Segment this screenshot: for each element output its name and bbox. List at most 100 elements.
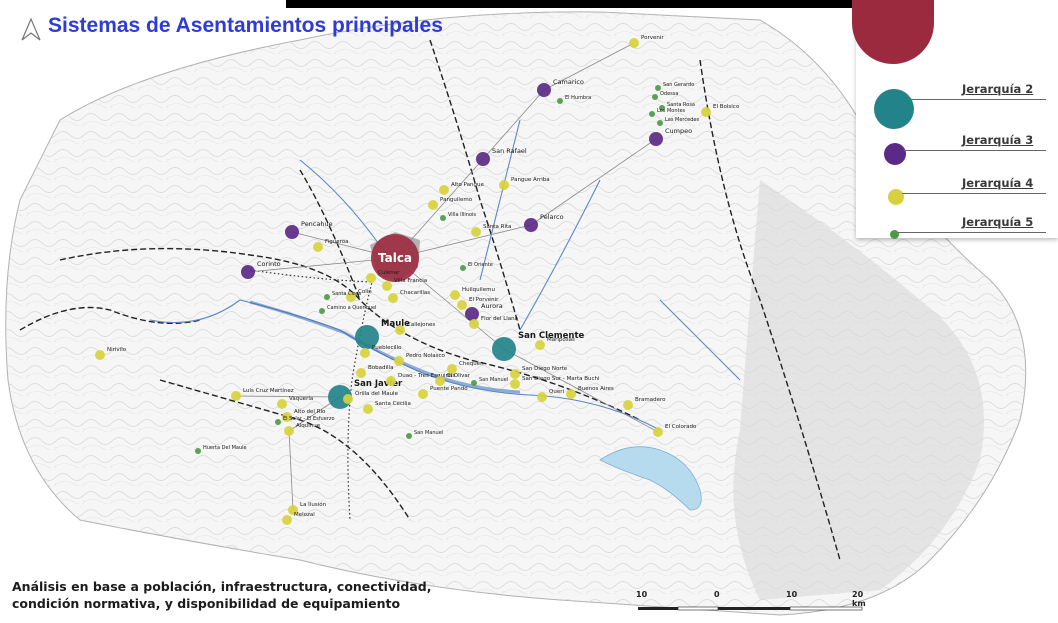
settlement-marker[interactable] (476, 152, 490, 166)
settlement-34[interactable]: San Diego Norte (510, 366, 568, 379)
settlement-marker[interactable] (282, 412, 292, 422)
settlement-60[interactable]: El Solar - El Esfuerzo (275, 416, 335, 425)
settlement-marker[interactable] (653, 427, 663, 437)
settlement-23[interactable]: El Porvenir (457, 297, 499, 310)
settlement-marker[interactable] (492, 337, 516, 361)
settlement-marker[interactable] (382, 281, 392, 291)
settlement-marker[interactable] (450, 290, 460, 300)
settlement-marker[interactable] (510, 369, 520, 379)
settlement-38[interactable]: Buenos Aires (566, 386, 614, 399)
settlement-45[interactable]: El Colorado (653, 424, 697, 437)
settlement-0[interactable]: Talca (371, 234, 419, 282)
settlement-25[interactable]: Callejones (395, 322, 435, 335)
settlement-61[interactable]: San Manuel (406, 430, 443, 439)
settlement-marker[interactable] (313, 242, 323, 252)
settlement-marker[interactable] (499, 180, 509, 190)
settlement-28[interactable]: Mariposas (535, 337, 575, 350)
settlement-10[interactable]: Aurora (465, 302, 503, 321)
settlement-16[interactable]: Figueroa (313, 239, 349, 252)
settlement-62[interactable]: Huerta Del Maule (195, 445, 247, 454)
settlement-58[interactable]: Camino a Quenquel (319, 305, 376, 314)
settlement-35[interactable]: San Diego Sur - Marta Buchi (510, 376, 600, 389)
settlement-51[interactable]: Odessa (652, 91, 678, 100)
settlement-32[interactable]: Duao - Tres Esquinas (386, 373, 455, 386)
settlement-marker[interactable] (386, 376, 396, 386)
settlement-marker[interactable] (471, 227, 481, 237)
settlement-marker[interactable] (428, 200, 438, 210)
settlement-52[interactable]: Santa Rosa (659, 102, 695, 111)
settlement-24[interactable]: Flor del Llano (469, 316, 519, 329)
settlement-marker[interactable] (324, 294, 330, 300)
settlement-15[interactable]: Pangue Arriba (499, 177, 550, 190)
settlement-marker[interactable] (471, 380, 477, 386)
settlement-marker[interactable] (535, 340, 545, 350)
settlement-marker[interactable] (629, 38, 639, 48)
settlement-marker[interactable] (394, 356, 404, 366)
settlement-19[interactable]: Villa Francia (382, 278, 427, 291)
settlement-48[interactable]: Melozal (282, 512, 315, 525)
settlement-marker[interactable] (366, 273, 376, 283)
settlement-27[interactable]: Pedro Nolasco (394, 353, 446, 366)
settlement-marker[interactable] (275, 419, 281, 425)
settlement-9[interactable]: Corinto (241, 260, 281, 279)
settlement-36[interactable]: Puente Pando (418, 386, 468, 399)
settlement-marker[interactable] (447, 364, 457, 374)
settlement-marker[interactable] (537, 83, 551, 97)
settlement-marker[interactable] (440, 215, 446, 221)
settlement-marker[interactable] (371, 234, 419, 282)
settlement-46[interactable]: Alquihue (284, 423, 321, 436)
settlement-44[interactable]: Alto del Río (282, 408, 326, 422)
settlement-marker[interactable] (457, 300, 467, 310)
settlement-marker[interactable] (435, 376, 445, 386)
settlement-marker[interactable] (346, 292, 356, 302)
settlement-marker[interactable] (241, 265, 255, 279)
settlement-marker[interactable] (277, 399, 287, 409)
settlement-49[interactable]: San Gerardo (655, 82, 694, 91)
settlement-17[interactable]: Santa Rita (471, 224, 512, 237)
settlement-marker[interactable] (319, 308, 325, 314)
settlement-7[interactable]: Pencahue (285, 220, 333, 239)
settlement-marker[interactable] (701, 107, 711, 117)
settlement-14[interactable]: Panguilemo (428, 197, 473, 210)
settlement-marker[interactable] (195, 448, 201, 454)
settlement-31[interactable]: Bobadilla (356, 365, 393, 378)
settlement-marker[interactable] (363, 404, 373, 414)
settlement-59[interactable]: San Manuel (471, 377, 508, 386)
settlement-50[interactable]: El Humbra (557, 95, 591, 104)
settlement-11[interactable]: Porvenir (629, 35, 664, 48)
settlement-marker[interactable] (649, 111, 655, 117)
settlement-1[interactable]: Maule (355, 319, 410, 349)
settlement-marker[interactable] (355, 325, 379, 349)
settlement-marker[interactable] (537, 392, 547, 402)
settlement-18[interactable]: Culenar (366, 270, 400, 283)
settlement-41[interactable]: Orilla del Maule (343, 391, 399, 404)
settlement-33[interactable]: El Olivar (435, 373, 471, 386)
settlement-12[interactable]: El Bolsico (701, 104, 740, 117)
settlement-20[interactable]: Colín (346, 288, 372, 302)
settlement-22[interactable]: Huilquilemu (450, 287, 495, 300)
settlement-marker[interactable] (524, 218, 538, 232)
settlement-marker[interactable] (652, 94, 658, 100)
settlement-marker[interactable] (282, 515, 292, 525)
settlement-marker[interactable] (95, 350, 105, 360)
settlement-marker[interactable] (360, 348, 370, 358)
settlement-6[interactable]: San Rafael (476, 147, 527, 166)
settlement-30[interactable]: Nirivilo (95, 347, 127, 360)
settlement-42[interactable]: Santa Cecilia (363, 401, 411, 414)
settlement-13[interactable]: Alto Pangue (439, 182, 484, 195)
settlement-marker[interactable] (657, 120, 663, 126)
settlement-8[interactable]: Pelarco (524, 213, 564, 232)
settlement-4[interactable]: Camarico (537, 78, 584, 97)
settlement-54[interactable]: Las Mercedes (657, 117, 699, 126)
settlement-37[interactable]: Queri (537, 389, 564, 402)
settlement-marker[interactable] (285, 225, 299, 239)
settlement-marker[interactable] (288, 505, 298, 515)
settlement-marker[interactable] (469, 319, 479, 329)
settlement-5[interactable]: Cumpeo (649, 127, 692, 146)
settlement-marker[interactable] (395, 325, 405, 335)
settlement-marker[interactable] (465, 307, 479, 321)
settlement-marker[interactable] (406, 433, 412, 439)
settlement-26[interactable]: Pueblecillo (360, 345, 402, 358)
settlement-marker[interactable] (649, 132, 663, 146)
